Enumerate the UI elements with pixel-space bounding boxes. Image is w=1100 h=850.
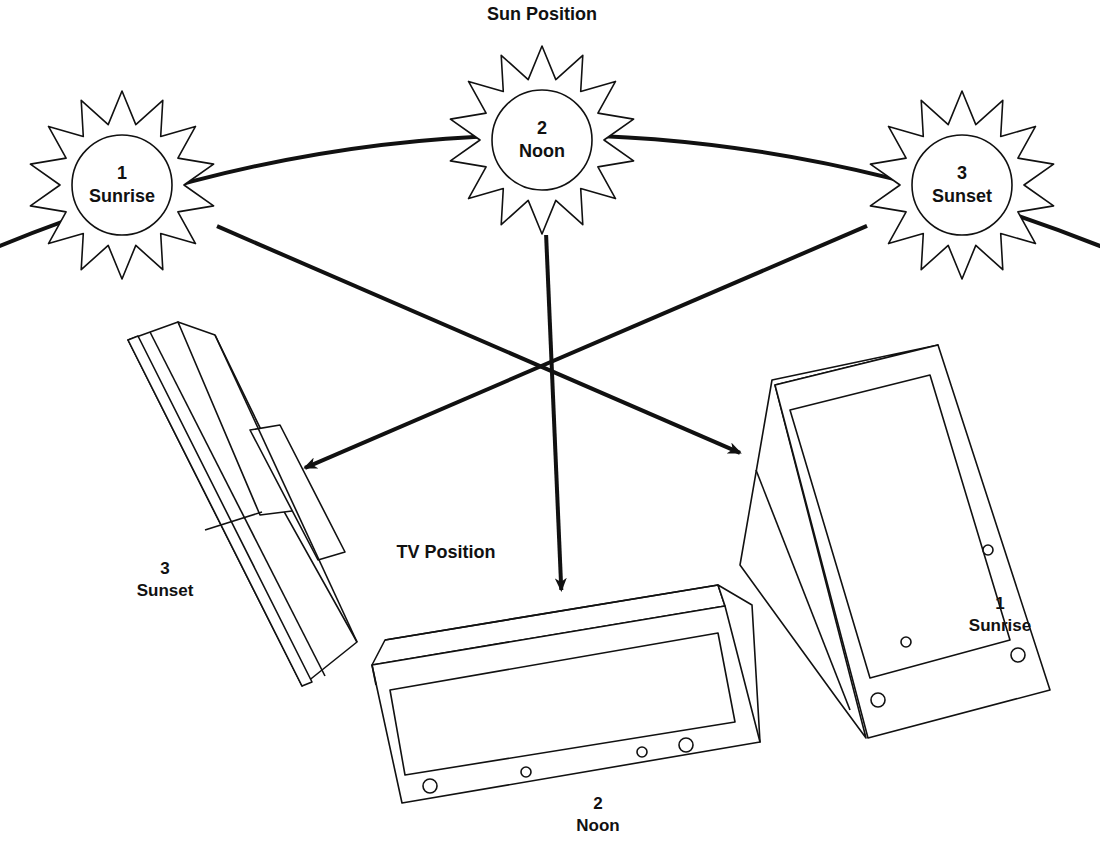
sun-node: 3 Sunset [867, 90, 1057, 280]
sun-ray-arrow [217, 226, 740, 453]
tv-sunset [128, 322, 357, 686]
sun-symbol [27, 90, 217, 280]
sun-ray-arrow [546, 235, 561, 590]
tv-sunrise [740, 345, 1050, 738]
tv-label: 1 Sunrise [969, 593, 1031, 637]
tv-node: 3 Sunset [120, 315, 305, 700]
sun-node: 1 Sunrise [27, 90, 217, 280]
sun-symbol [447, 45, 637, 235]
tv-node: 1 Sunrise [740, 345, 1050, 740]
diagram-title: Sun Position [485, 4, 599, 25]
sun-label: 1 Sunrise [89, 162, 155, 208]
section-label: TV Position [395, 542, 498, 563]
sun-ray-arrow [305, 226, 867, 468]
sun-label: 2 Noon [519, 117, 565, 163]
sun-symbol [867, 90, 1057, 280]
tv-label: 2 Noon [576, 793, 619, 837]
tv-noon [372, 585, 760, 803]
sun-node: 2 Noon [447, 45, 637, 235]
sun-label: 3 Sunset [932, 162, 992, 208]
tv-label: 3 Sunset [137, 558, 194, 602]
tv-node: 2 Noon [370, 590, 760, 840]
